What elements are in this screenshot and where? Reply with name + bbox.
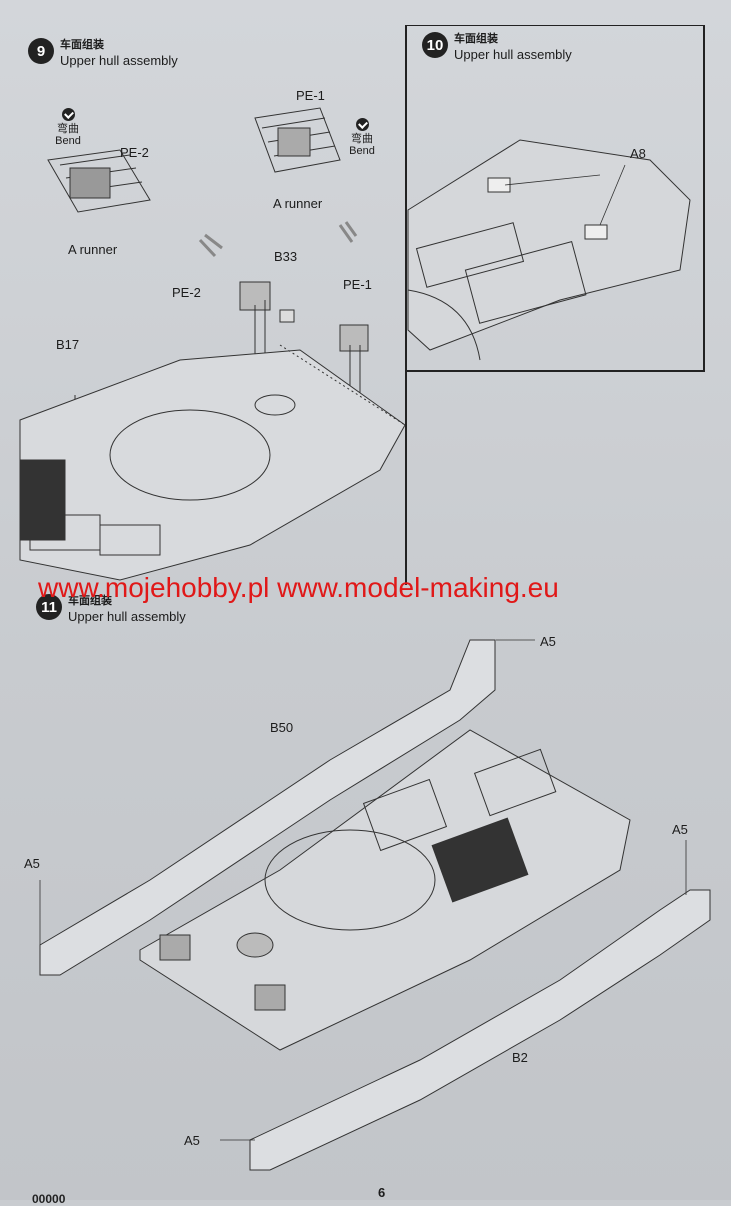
bend-icon [61,108,75,121]
label-b33: B33 [274,249,298,264]
label-pe1-runner: PE-1 [296,88,325,103]
step-10-title-cn: 车面组装 [454,33,498,45]
pe1-runner-drawing [254,107,341,173]
label-pe2-part: PE-2 [172,285,201,300]
label-pe1-part: PE-1 [343,277,372,292]
bend-icon [355,118,369,131]
page-code: 00000 [32,1192,66,1206]
label-a5-top: A5 [540,634,556,649]
label-a-runner-right: A runner [273,196,323,211]
bend-label-en: Bend [349,145,375,157]
bend-note-right: 弯曲 Bend [344,118,380,157]
panel-divider-step10-bottom [405,370,705,372]
panel-divider-step10-top [405,25,705,26]
step-9-title-cn: 车面组装 [60,39,104,51]
bend-note-left: 弯曲 Bend [50,108,86,147]
step-9-number: 9 [28,38,54,64]
label-a5-left: A5 [24,856,40,871]
label-b50: B50 [270,720,294,735]
bend-label-en: Bend [55,135,81,147]
label-a5-bottom: A5 [184,1133,200,1148]
label-a8: A8 [630,146,646,161]
label-b17: B17 [56,337,80,352]
step-10-number: 10 [422,32,448,58]
step-11-title-en: Upper hull assembly [68,609,186,624]
label-pe2-runner: PE-2 [120,145,149,160]
watermark-text: www.mojehobby.pl www.model-making.eu [38,572,559,603]
page-number: 6 [378,1185,386,1200]
step-10-title-en: Upper hull assembly [454,47,572,62]
step-11-title-cn: 车面组装 [68,595,112,607]
step-11-heading: 11 车面组装 Upper hull assembly [36,594,186,624]
step-10-heading: 10 车面组装 Upper hull assembly [422,32,572,62]
step-9-heading: 9 车面组装 Upper hull assembly [28,38,178,68]
step-11-number: 11 [36,594,62,620]
panel-divider-step10-right [703,25,705,372]
bend-label-cn: 弯曲 [351,133,373,145]
step-9-title-en: Upper hull assembly [60,53,178,68]
pe2-runner-drawing [47,149,151,213]
bend-label-cn: 弯曲 [57,123,79,135]
label-a5-right: A5 [672,822,688,837]
panel-divider-vertical-top [405,25,407,585]
label-b2: B2 [512,1050,528,1065]
label-a-runner-left: A runner [68,242,118,257]
